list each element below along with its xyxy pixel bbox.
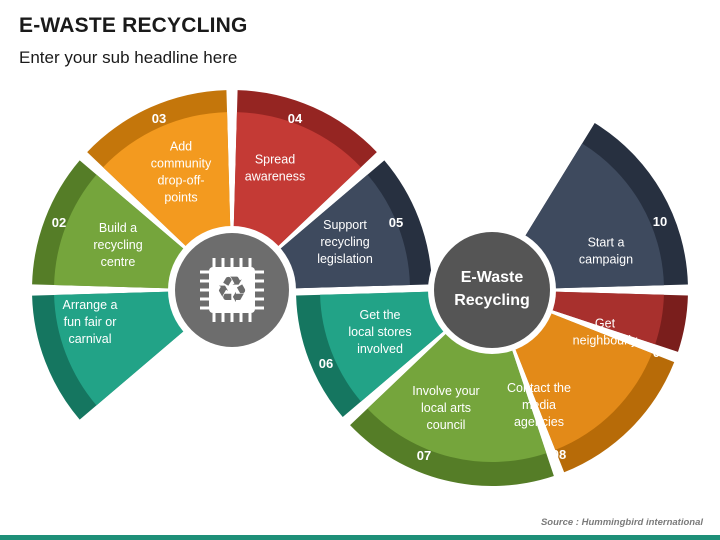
step-label-line: Get the: [360, 308, 401, 322]
step-inner-band: [233, 112, 361, 249]
step-label-line: recycling: [93, 238, 142, 252]
step-number: 08: [552, 447, 566, 462]
step-inner-band: [103, 112, 231, 249]
step-label-line: council: [427, 418, 466, 432]
source-credit: Source : Hummingbird international: [540, 517, 703, 528]
step-inner-band: [54, 174, 187, 289]
step-label-line: points: [164, 191, 197, 205]
bottom-accent-bar: [0, 535, 720, 540]
step-label-line: Arrange a: [63, 298, 118, 312]
step-number: 04: [288, 111, 303, 126]
step-inner-band: [54, 291, 187, 406]
step-number: 07: [417, 448, 431, 463]
step-09: 09 Get neighbourly: [548, 291, 688, 360]
step-label-line: media: [522, 398, 556, 412]
step-06: 06 Get the local stores involved: [296, 291, 447, 418]
step-label-line: campaign: [579, 253, 633, 267]
step-inner-band: [523, 143, 664, 289]
step-number: 05: [389, 215, 403, 230]
svg-text:♻: ♻: [216, 269, 248, 310]
step-label-line: fun fair or: [64, 315, 117, 329]
step-number: 01: [39, 283, 53, 298]
step-07: 07 Involve your local arts council: [350, 331, 554, 486]
step-label-line: Build a: [99, 221, 137, 235]
step-label-line: local arts: [421, 401, 471, 415]
step-number: 09: [653, 345, 667, 360]
step-label-line: neighbourly: [573, 334, 638, 348]
step-number: 03: [152, 111, 166, 126]
step-02: 02 Build a recycling centre: [32, 160, 187, 289]
step-label-line: Support: [323, 218, 367, 232]
step-inner-band: [320, 291, 447, 402]
hub-label-line2: Recycling: [454, 292, 530, 309]
step-number: 02: [52, 215, 66, 230]
step-inner-band: [514, 312, 652, 450]
step-label-line: centre: [101, 255, 136, 269]
left-hub: ♻: [168, 226, 296, 354]
step-label-line: carnival: [68, 332, 111, 346]
step-label-line: Contact the: [507, 381, 571, 395]
step-label-line: recycling: [320, 235, 369, 249]
step-label-line: Add: [170, 140, 192, 154]
step-inner-band: [548, 291, 664, 345]
step-05: 05 Support recycling legislation: [277, 160, 432, 289]
step-label-line: local stores: [348, 325, 411, 339]
step-08: 08 Contact the media agencies: [507, 312, 675, 473]
step-label-line: Involve your: [412, 384, 479, 398]
step-label-line: legislation: [317, 252, 373, 266]
step-number: 10: [653, 214, 667, 229]
step-label-line: drop-off-: [157, 174, 204, 188]
hub-disc: [434, 232, 550, 348]
step-inner-band: [367, 331, 547, 462]
step-label-line: awareness: [245, 170, 305, 184]
step-label-line: Spread: [255, 153, 295, 167]
recycle-chip-icon: ♻: [200, 258, 264, 322]
step-label-line: community: [151, 157, 212, 171]
step-label-line: agencies: [514, 415, 564, 429]
step-label-line: Start a: [588, 236, 625, 250]
slide-subtitle: Enter your sub headline here: [19, 48, 238, 67]
step-label-line: involved: [357, 342, 403, 356]
step-label-line: Get: [595, 317, 616, 331]
slide-title: E-WASTE RECYCLING: [19, 14, 248, 37]
hub-label-line1: E-Waste: [461, 269, 524, 286]
step-number: 06: [319, 356, 333, 371]
step-inner-band: [277, 174, 410, 289]
